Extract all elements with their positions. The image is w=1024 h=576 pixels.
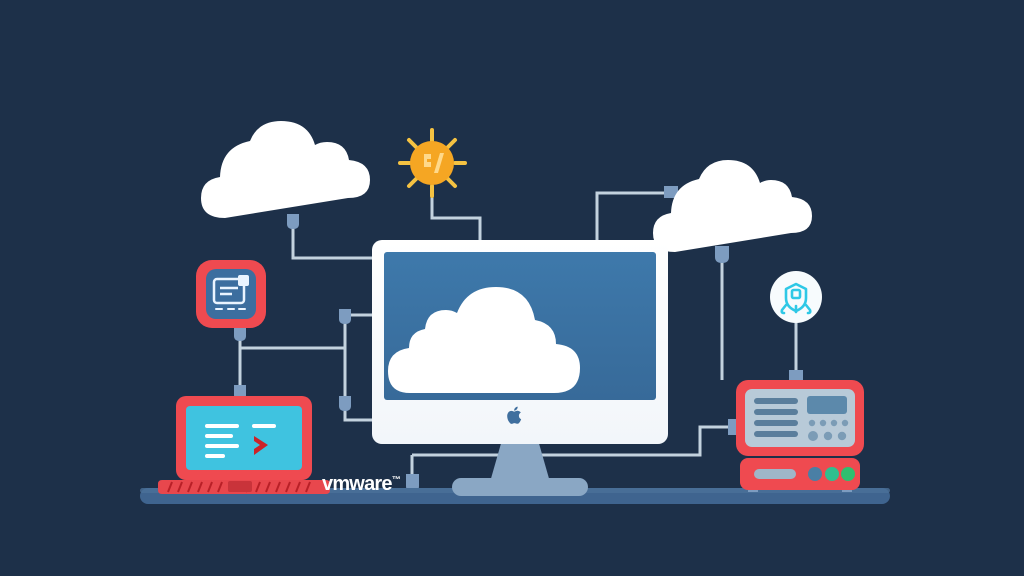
plug-ground xyxy=(406,474,419,492)
sun-glyph xyxy=(424,153,444,173)
laptop-chevron xyxy=(254,436,268,455)
server-leds xyxy=(808,467,855,481)
vmware-wordmark-text: vmware xyxy=(322,473,392,495)
connector-monitor-to-cloud-right xyxy=(595,191,668,245)
server-panel-lines xyxy=(754,398,798,437)
monitor-screen-cloud xyxy=(388,287,580,393)
server-slot xyxy=(754,469,796,479)
connector-cloud-left-to-monitor xyxy=(291,216,372,260)
cloud-left xyxy=(201,121,370,218)
plug-cloud-left xyxy=(287,214,299,229)
monitor-stand-neck xyxy=(490,440,550,482)
monitor-stand-base xyxy=(452,478,588,496)
server-display xyxy=(807,396,847,414)
trademark-symbol: ™ xyxy=(391,474,401,485)
plug-cloud-right-in xyxy=(664,186,678,198)
laptop-screen xyxy=(186,406,302,470)
laptop-screen-lines xyxy=(205,424,276,458)
laptop xyxy=(158,396,330,494)
vmware-wordmark: vmware™ xyxy=(322,473,401,495)
plug-monitor-left-2 xyxy=(339,396,351,411)
shield-icon xyxy=(770,271,822,323)
laptop-trackpad xyxy=(228,481,252,492)
apple-logo xyxy=(507,406,522,424)
connector-monitor-to-server xyxy=(565,425,736,457)
server-buttons xyxy=(808,419,849,441)
server-lower-unit xyxy=(740,458,860,490)
app-window-icon xyxy=(196,260,266,328)
sun-icon xyxy=(398,128,467,198)
plug-appwindow xyxy=(234,326,246,341)
sun-disc xyxy=(410,141,454,185)
server xyxy=(736,380,864,492)
monitor xyxy=(372,240,668,496)
plug-monitor-left-1 xyxy=(339,309,351,324)
connector-sun-to-monitor xyxy=(430,188,482,250)
plug-cloud-right-down xyxy=(715,246,729,263)
cloud-right xyxy=(653,160,812,252)
